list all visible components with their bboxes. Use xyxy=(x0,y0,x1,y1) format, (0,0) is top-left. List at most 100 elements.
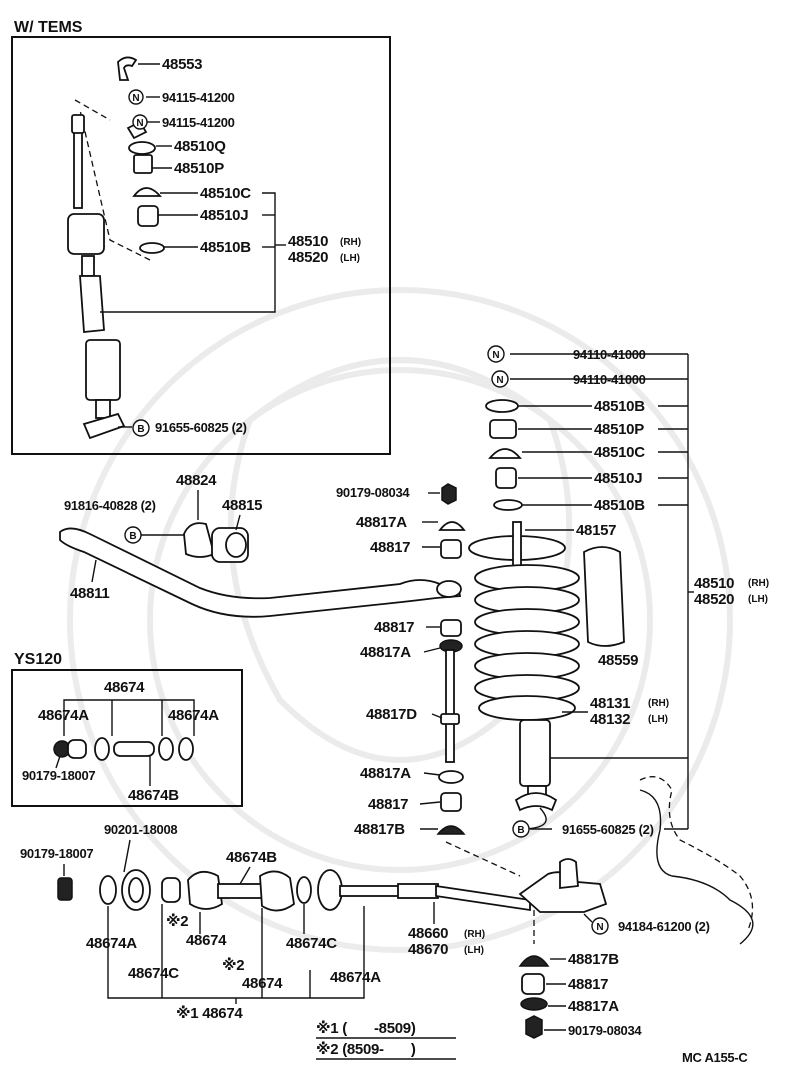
label-st-48674a-left: 48674A xyxy=(86,935,137,952)
note-1: ※1 ( -8509) xyxy=(316,1019,416,1037)
label-main-48132: 48132 xyxy=(590,711,630,728)
svg-text:(RH): (RH) xyxy=(648,698,669,709)
label-st-48674-b: 48674 xyxy=(242,975,283,992)
label-st-90201: 90201-18008 xyxy=(104,822,177,837)
label-link-90179: 90179-08034 xyxy=(336,485,410,500)
svg-text:(LH): (LH) xyxy=(748,594,768,605)
label-tems-48510b: 48510B xyxy=(200,239,251,256)
label-arm-48817a: 48817A xyxy=(568,998,619,1015)
nut-marker xyxy=(491,370,509,388)
knuckle-outline xyxy=(445,776,754,945)
label-main-48131: 48131 xyxy=(590,695,630,712)
nut-marker xyxy=(128,89,144,105)
label-main-48157: 48157 xyxy=(576,522,616,539)
label-main-bolt: 91655-60825 (2) xyxy=(562,822,654,837)
label-tems-48510c: 48510C xyxy=(200,185,251,202)
section-title-tems: W/ TEMS xyxy=(14,19,83,36)
bolt-marker xyxy=(132,419,150,437)
label-ys-48674b: 48674B xyxy=(128,787,179,804)
svg-text:N: N xyxy=(496,375,503,386)
label-st-48674a-right: 48674A xyxy=(330,969,381,986)
svg-text:(RH): (RH) xyxy=(748,578,769,589)
label-rod-48670: 48670 xyxy=(408,941,448,958)
coil-spring-48131 xyxy=(468,521,580,721)
strut-callouts: N 94110-41000 N 94110-41000 48510B 48510… xyxy=(487,345,769,838)
nut-marker xyxy=(591,917,609,935)
label-arm-48817b: 48817B xyxy=(568,951,619,968)
label-tems-48510j: 48510J xyxy=(200,207,248,224)
label-main-94110-2: 94110-41000 xyxy=(573,372,646,387)
label-ys-48674a-left: 48674A xyxy=(38,707,89,724)
ys120-parts xyxy=(53,737,194,761)
label-main-48520: 48520 xyxy=(694,591,734,608)
shock-absorber-48510 xyxy=(514,719,558,812)
svg-text:N: N xyxy=(132,93,139,104)
label-link-48817-2: 48817 xyxy=(374,619,414,636)
bolt-marker xyxy=(512,820,530,838)
svg-text:N: N xyxy=(492,350,499,361)
svg-text:(RH): (RH) xyxy=(340,237,361,248)
tems-shock-absorber xyxy=(67,99,151,440)
stabilizer-bar-48811 xyxy=(59,522,462,618)
label-stab-bolt: 91816-40828 (2) xyxy=(64,498,156,513)
label-link-48817a-1: 48817A xyxy=(356,514,407,531)
nut-marker xyxy=(132,114,148,130)
label-ys-48674: 48674 xyxy=(104,679,145,696)
arm-stack-parts xyxy=(518,910,550,1039)
label-ys-90179: 90179-18007 xyxy=(22,768,95,783)
label-main-48510b-low: 48510B xyxy=(594,497,645,514)
label-main-48510: 48510 xyxy=(694,575,734,592)
label-link-48817a-3: 48817A xyxy=(360,765,411,782)
nut-marker xyxy=(487,345,505,363)
label-stab-48811: 48811 xyxy=(70,585,109,602)
label-tems-bolt: 91655-60825 (2) xyxy=(155,420,247,435)
label-tems-48520: 48520 xyxy=(288,249,328,266)
label-main-48510p: 48510P xyxy=(594,421,644,438)
label-st-x1: ※1 48674 xyxy=(176,1004,243,1022)
svg-text:N: N xyxy=(136,118,143,129)
svg-text:B: B xyxy=(137,424,144,435)
label-rod-48660: 48660 xyxy=(408,925,448,942)
label-arm-nut: 94184-61200 (2) xyxy=(618,919,710,934)
label-st-x2b: ※2 xyxy=(222,956,244,974)
label-st-90179: 90179-18007 xyxy=(20,846,93,861)
label-link-48817b: 48817B xyxy=(354,821,405,838)
label-ys-48674a-right: 48674A xyxy=(168,707,219,724)
strut-bar-parts xyxy=(57,858,608,913)
section-title-ys120: YS120 xyxy=(14,651,62,668)
stabilizer-callouts: 48824 91816-40828 (2) B 48815 48811 xyxy=(64,472,263,602)
diagram-code: MC A155-C xyxy=(682,1050,748,1065)
svg-text:B: B xyxy=(517,825,524,836)
strut-parts xyxy=(485,399,523,511)
svg-text:N: N xyxy=(596,922,603,933)
strut-leader-lines xyxy=(510,353,694,830)
label-tems-48510: 48510 xyxy=(288,233,328,250)
label-arm-90179: 90179-08034 xyxy=(568,1023,642,1038)
svg-text:(LH): (LH) xyxy=(648,714,668,725)
label-st-x2a: ※2 xyxy=(166,912,188,930)
strut-bar-callouts: 90201-18008 90179-18007 48674B 48674A ※2… xyxy=(20,822,710,1022)
tems-parts xyxy=(117,56,165,254)
label-stab-48824: 48824 xyxy=(176,472,217,489)
arm-stack-callouts: 48817B 48817 48817A 90179-08034 xyxy=(544,951,643,1038)
label-tems-94115-1: 94115-41200 xyxy=(162,90,235,105)
label-link-48817-3: 48817 xyxy=(368,796,408,813)
label-main-48510b-top: 48510B xyxy=(594,398,645,415)
label-tems-48510p: 48510P xyxy=(174,160,224,177)
label-stab-48815: 48815 xyxy=(222,497,262,514)
label-main-94110-1: 94110-41000 xyxy=(573,347,646,362)
ys120-frame xyxy=(11,669,243,807)
svg-text:(RH): (RH) xyxy=(464,929,485,940)
label-link-48817-1: 48817 xyxy=(370,539,410,556)
tems-leader-lines xyxy=(100,63,286,428)
svg-text:(LH): (LH) xyxy=(340,253,360,264)
label-tems-94115-2: 94115-41200 xyxy=(162,115,235,130)
bump-stopper-48559 xyxy=(583,546,625,647)
label-main-48559: 48559 xyxy=(598,652,638,669)
label-st-48674-a: 48674 xyxy=(186,932,227,949)
tems-callouts: 48553 N 94115-41200 N 94115-41200 48510Q… xyxy=(128,56,361,437)
note-2: ※2 (8509- ) xyxy=(316,1040,416,1058)
label-st-48674b: 48674B xyxy=(226,849,277,866)
label-st-48674c-right: 48674C xyxy=(286,935,337,952)
